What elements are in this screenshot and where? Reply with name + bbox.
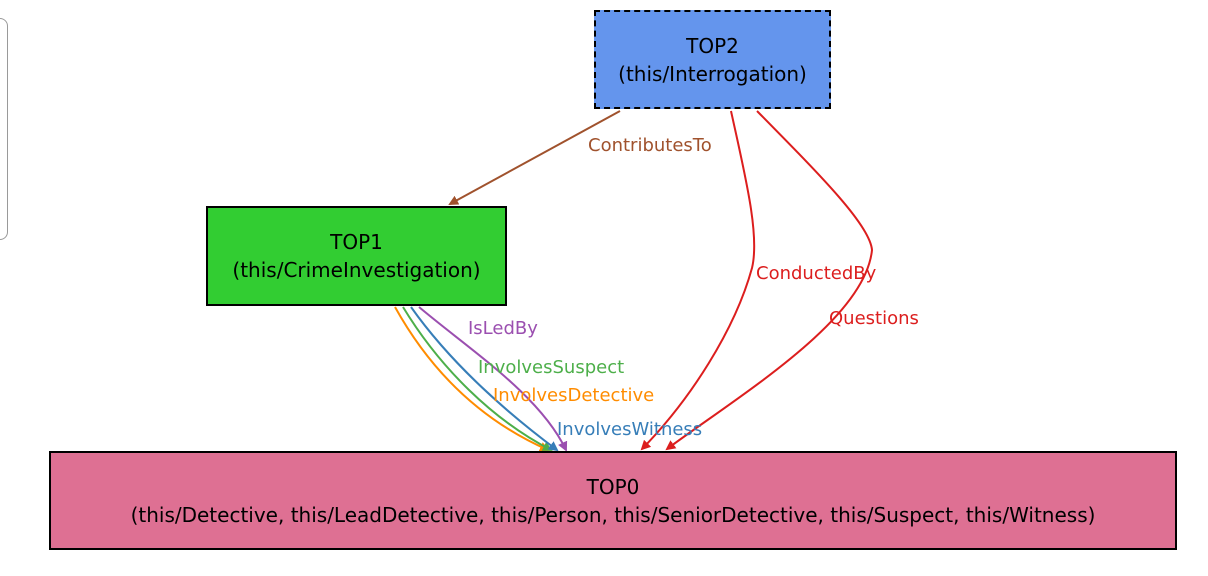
edge-conducted-by xyxy=(640,110,756,451)
edge-involves-detective xyxy=(394,306,550,452)
edge-is-led-by xyxy=(418,306,568,452)
edge-label-involves-suspect: InvolvesSuspect xyxy=(478,357,624,378)
edge-label-conducted-by: ConductedBy xyxy=(756,263,877,284)
node-top2-title: TOP2 xyxy=(686,33,739,58)
node-top2[interactable]: TOP2 (this/Interrogation) xyxy=(594,10,831,109)
edge-label-questions: Questions xyxy=(829,308,919,329)
node-top2-subtitle: (this/Interrogation) xyxy=(618,61,807,86)
node-top0-subtitle: (this/Detective, this/LeadDetective, thi… xyxy=(130,502,1096,527)
edge-involves-witness xyxy=(410,306,559,452)
node-top0[interactable]: TOP0 (this/Detective, this/LeadDetective… xyxy=(49,451,1177,550)
edge-label-contributes-to: ContributesTo xyxy=(588,135,712,156)
edge-contributes-to xyxy=(448,110,621,205)
node-top1-title: TOP1 xyxy=(330,230,383,254)
node-top0-title: TOP0 xyxy=(586,474,640,499)
node-top1-subtitle: (this/CrimeInvestigation) xyxy=(232,258,481,282)
edge-questions xyxy=(665,110,874,451)
edge-label-involves-detective: InvolvesDetective xyxy=(493,385,654,406)
node-top1[interactable]: TOP1 (this/CrimeInvestigation) xyxy=(206,206,507,306)
edge-label-involves-witness: InvolvesWitness xyxy=(557,419,702,440)
edge-involves-suspect xyxy=(402,306,553,451)
edge-label-is-led-by: IsLedBy xyxy=(468,318,538,339)
